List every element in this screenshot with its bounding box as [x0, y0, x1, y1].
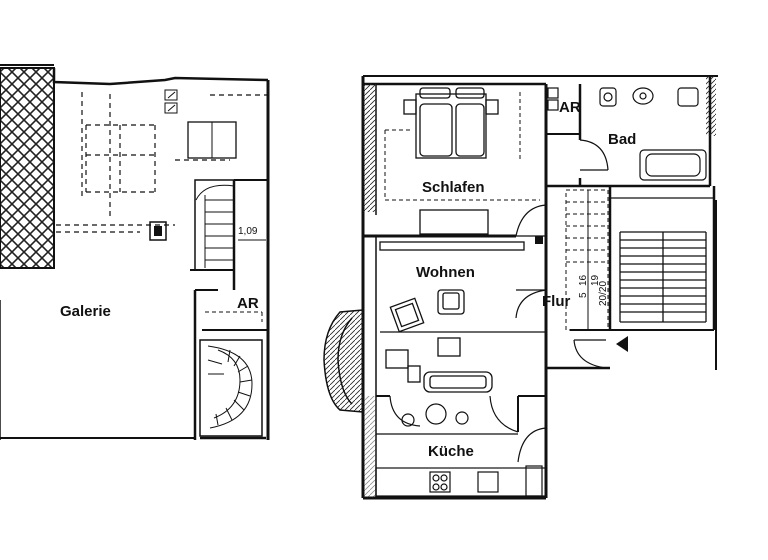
stair-label-mid: 5 [578, 292, 589, 298]
balcony-hatch [0, 67, 55, 269]
bed [403, 87, 499, 159]
right-wall-hatch [706, 76, 716, 136]
room-label-schlafen: Schlafen [422, 179, 485, 196]
left-wall-hatch [363, 84, 376, 212]
ar-marker [535, 236, 543, 244]
dimension-label: 1,09 [238, 226, 258, 237]
room-label-flur: Flur [542, 293, 570, 310]
flur-stair [565, 189, 609, 331]
room-label-kueche: Küche [428, 443, 474, 460]
right-level: 16 5 19 20/20 Schlafen AR Bad Wohnen Flu… [323, 75, 718, 500]
room-label-bad: Bad [608, 131, 636, 148]
ar-left-outline [205, 311, 263, 322]
stair-label-bottom: 19 [590, 274, 601, 286]
upper-stair [194, 179, 235, 271]
door-swings [389, 139, 609, 463]
core-stair [619, 231, 707, 323]
wohnen-furniture [379, 241, 546, 393]
spiral-stair [199, 339, 263, 437]
room-label-ar-left: AR [237, 295, 259, 312]
stair-label-top: 16 [578, 274, 589, 286]
wardrobe [419, 209, 489, 235]
entrance-arrow [616, 336, 628, 352]
kuche-furniture [375, 403, 547, 497]
room-label-wohnen: Wohnen [416, 264, 475, 281]
schlafen-dashes [384, 92, 540, 201]
bay-window [323, 309, 364, 413]
left-walls [0, 68, 270, 440]
kitchen-wall-hatch [363, 396, 376, 498]
left-windows [164, 89, 178, 114]
left-level: 1,09 Galerie AR [0, 64, 270, 440]
stair-label-treads: 20/20 [598, 281, 609, 306]
room-label-galerie: Galerie [60, 303, 111, 320]
roof-dashes [56, 92, 268, 233]
bad-fixtures [547, 87, 707, 181]
chimney [149, 221, 167, 241]
room-label-ar-right: AR [559, 99, 581, 116]
